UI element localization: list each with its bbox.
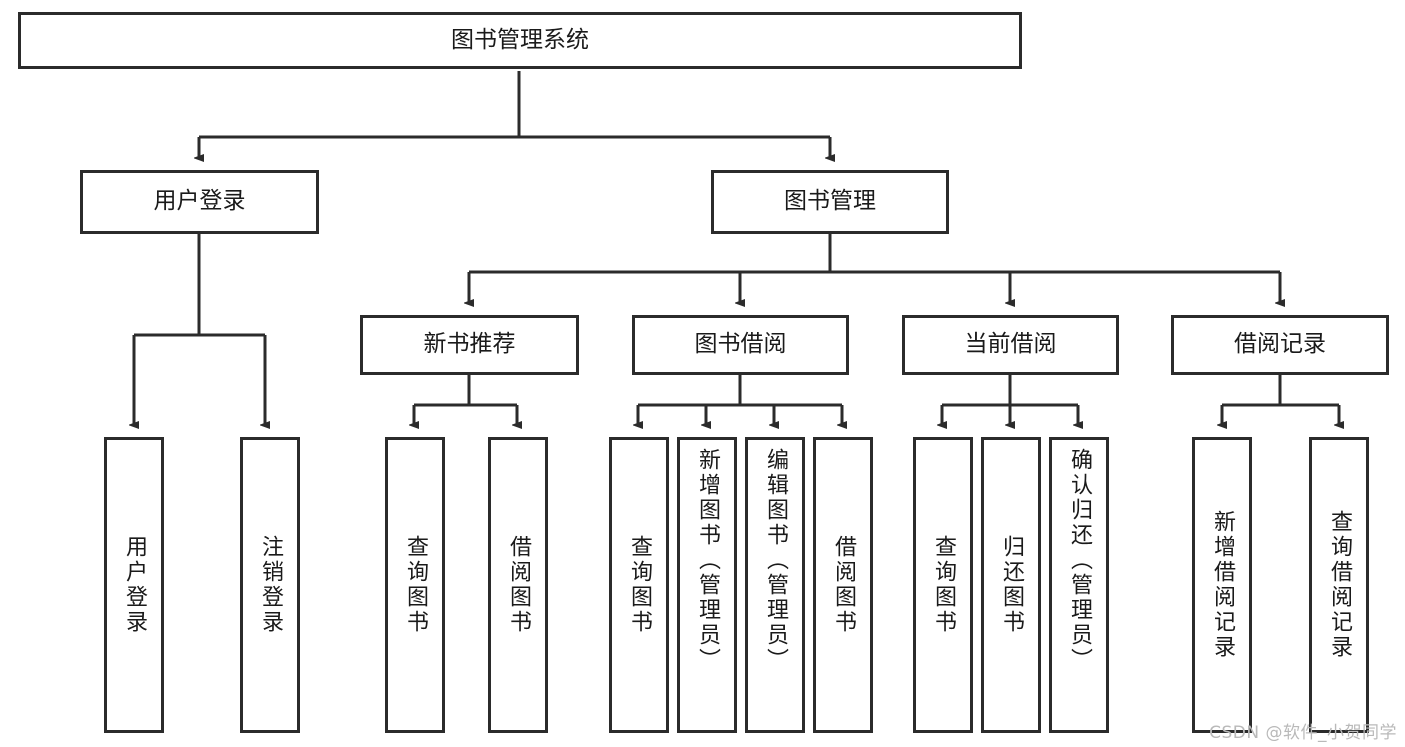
leaf-label: 查询图书 bbox=[402, 535, 428, 635]
leaf-label: 注销登录 bbox=[257, 535, 283, 635]
csdn-watermark: CSDN @软件_小贺同学 bbox=[1209, 723, 1397, 743]
leaf-label: 归还图书 bbox=[998, 535, 1024, 635]
node-label: 图书管理系统 bbox=[451, 26, 589, 53]
leaf-add-book[interactable]: 新增图书（管理员） bbox=[677, 437, 737, 733]
node-book-manage[interactable]: 图书管理 bbox=[711, 170, 949, 234]
node-label: 新书推荐 bbox=[423, 331, 516, 358]
leaf-return-book[interactable]: 归还图书 bbox=[981, 437, 1041, 733]
node-new-book-rec[interactable]: 新书推荐 bbox=[360, 315, 579, 375]
leaf-borrow-book-2[interactable]: 借阅图书 bbox=[813, 437, 873, 733]
leaf-label: 借阅图书 bbox=[505, 535, 531, 635]
leaf-label: 编辑图书（管理员） bbox=[762, 448, 788, 673]
node-label: 当前借阅 bbox=[964, 331, 1057, 358]
node-root-book-management-system[interactable]: 图书管理系统 bbox=[18, 12, 1022, 69]
node-label: 图书管理 bbox=[784, 188, 876, 215]
leaf-user-login[interactable]: 用户登录 bbox=[104, 437, 164, 733]
node-label: 图书借阅 bbox=[694, 331, 787, 358]
node-user-login[interactable]: 用户登录 bbox=[80, 170, 319, 234]
leaf-confirm-return[interactable]: 确认归还（管理员） bbox=[1049, 437, 1109, 733]
leaf-label: 查询图书 bbox=[930, 535, 956, 635]
leaf-label: 借阅图书 bbox=[830, 535, 856, 635]
leaf-label: 查询借阅记录 bbox=[1326, 510, 1352, 660]
node-borrow-record[interactable]: 借阅记录 bbox=[1171, 315, 1389, 375]
leaf-user-logout[interactable]: 注销登录 bbox=[240, 437, 300, 733]
node-label: 用户登录 bbox=[153, 188, 246, 215]
leaf-label: 用户登录 bbox=[121, 535, 147, 635]
leaf-query-book-3[interactable]: 查询图书 bbox=[913, 437, 973, 733]
leaf-query-book-2[interactable]: 查询图书 bbox=[609, 437, 669, 733]
leaf-query-record[interactable]: 查询借阅记录 bbox=[1309, 437, 1369, 733]
node-book-borrow[interactable]: 图书借阅 bbox=[632, 315, 849, 375]
node-label: 借阅记录 bbox=[1234, 331, 1326, 358]
leaf-label: 确认归还（管理员） bbox=[1066, 448, 1092, 673]
leaf-query-book-1[interactable]: 查询图书 bbox=[385, 437, 445, 733]
leaf-add-record[interactable]: 新增借阅记录 bbox=[1192, 437, 1252, 733]
node-current-borrow[interactable]: 当前借阅 bbox=[902, 315, 1119, 375]
leaf-label: 新增图书（管理员） bbox=[694, 448, 720, 673]
leaf-borrow-book-1[interactable]: 借阅图书 bbox=[488, 437, 548, 733]
leaf-edit-book[interactable]: 编辑图书（管理员） bbox=[745, 437, 805, 733]
leaf-label: 新增借阅记录 bbox=[1209, 510, 1235, 660]
leaf-label: 查询图书 bbox=[626, 535, 652, 635]
